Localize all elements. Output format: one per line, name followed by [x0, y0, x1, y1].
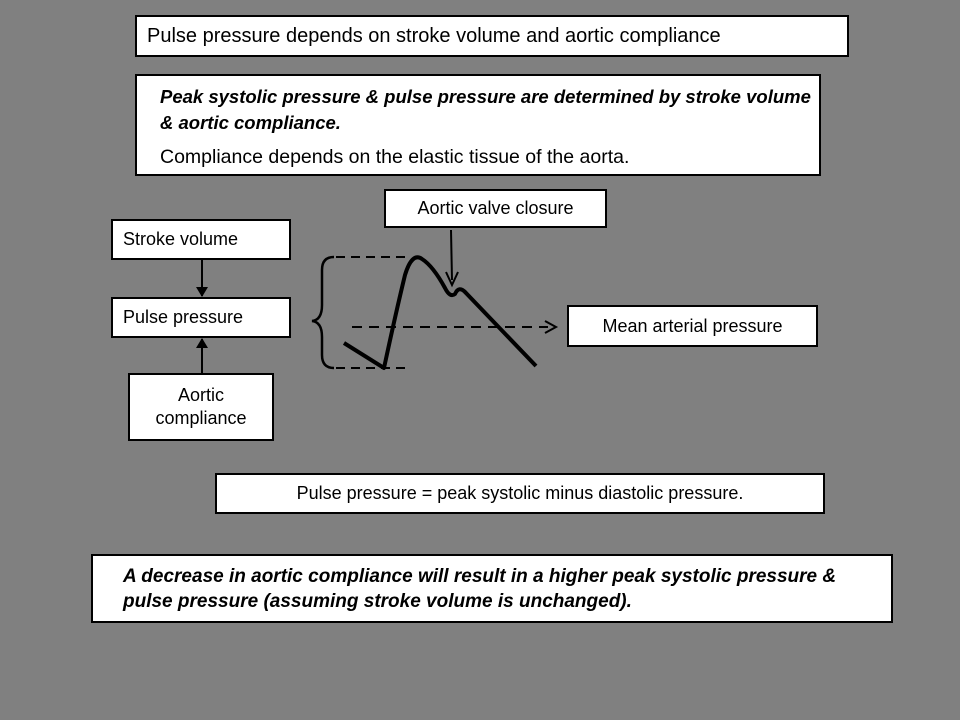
intro-box: Peak systolic pressure & pulse pressure … — [135, 74, 821, 176]
valve-closure-arrow — [445, 229, 459, 288]
slide-title: Pulse pressure depends on stroke volume … — [135, 15, 849, 57]
mean-arterial-pressure-box: Mean arterial pressure — [567, 305, 818, 347]
pulse-pressure-brace — [311, 255, 335, 370]
pulse-pressure-box: Pulse pressure — [111, 297, 291, 338]
mean-pressure-dashed-arrow — [352, 320, 559, 334]
stroke-volume-box: Stroke volume — [111, 219, 291, 260]
compliance-to-pulse-arrow — [196, 338, 208, 373]
aortic-compliance-box: Aortic compliance — [128, 373, 274, 441]
intro-bold-statement: Peak systolic pressure & pulse pressure … — [160, 86, 811, 133]
stroke-to-pulse-arrow — [196, 260, 208, 297]
pulse-pressure-formula: Pulse pressure = peak systolic minus dia… — [215, 473, 825, 514]
intro-note: Compliance depends on the elastic tissue… — [160, 146, 630, 168]
arterial-pressure-waveform — [342, 255, 538, 370]
conclusion-box: A decrease in aortic compliance will res… — [91, 554, 893, 623]
aortic-valve-closure-label: Aortic valve closure — [384, 189, 607, 228]
